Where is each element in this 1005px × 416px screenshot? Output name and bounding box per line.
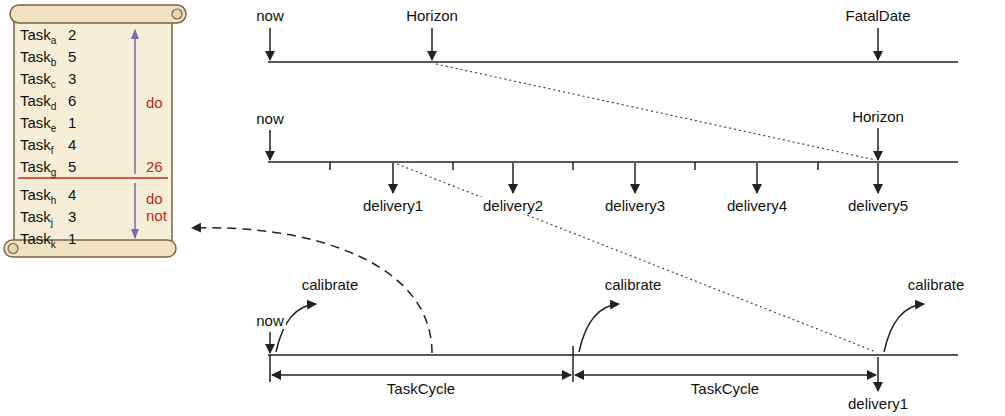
timeline — [268, 354, 958, 356]
timeline — [268, 61, 958, 63]
tick — [452, 162, 454, 170]
calibrate-curve — [884, 304, 924, 352]
timeline-label: now — [254, 7, 286, 24]
timeline-label: delivery1 — [846, 395, 910, 412]
scroll-list: Taska2Taskb5Taskc3Taskd6Taske1Taskf4Task… — [0, 0, 190, 262]
timeline-label: now — [254, 312, 286, 329]
tick — [694, 162, 696, 170]
task-name: Taskj — [20, 208, 53, 225]
delivery-arrow — [512, 163, 514, 193]
timeline-label: Horizon — [850, 108, 906, 125]
timeline-label: calibrate — [603, 276, 664, 293]
timeline-label: Horizon — [404, 7, 460, 24]
calibrate-curve — [579, 304, 619, 352]
task-name: Taskk — [20, 230, 56, 247]
timeline-label: delivery5 — [846, 197, 910, 214]
task-cost: 3 — [68, 70, 76, 87]
list-note: 26 — [146, 158, 163, 175]
marker-arrow — [877, 28, 879, 60]
timeline-label: FatalDate — [843, 7, 912, 24]
timeline-label: now — [254, 110, 286, 127]
dimension-line — [575, 374, 876, 376]
timeline-label: delivery3 — [603, 197, 667, 214]
marker-arrow — [269, 28, 271, 60]
task-cost: 3 — [68, 208, 76, 225]
marker-arrow — [269, 332, 271, 353]
task-cost: 4 — [68, 186, 76, 203]
list-note: do — [146, 94, 163, 111]
projection-line — [397, 164, 876, 352]
task-cost: 6 — [68, 92, 76, 109]
task-name: Taskb — [20, 48, 56, 65]
feedback-curve — [192, 228, 432, 353]
task-name: Taskc — [20, 70, 56, 87]
task-cost: 5 — [68, 158, 76, 175]
projection-line — [436, 64, 876, 160]
marker-arrow — [269, 130, 271, 160]
tick — [817, 162, 819, 170]
dimension-line — [272, 374, 571, 376]
task-cost: 2 — [68, 26, 76, 43]
delivery-arrow — [756, 163, 758, 193]
tick — [572, 346, 574, 382]
timeline-label: delivery4 — [725, 197, 789, 214]
delivery-arrow — [877, 357, 879, 391]
marker-arrow — [877, 128, 879, 160]
task-name: Taskh — [20, 186, 56, 203]
task-name: Taska — [20, 26, 56, 43]
list-note: do not — [146, 190, 176, 224]
task-cost: 4 — [68, 136, 76, 153]
timeline-label: calibrate — [906, 276, 967, 293]
task-name: Taskd — [20, 92, 56, 109]
task-cost: 5 — [68, 48, 76, 65]
timeline-label: TaskCycle — [385, 380, 457, 397]
timeline — [268, 161, 958, 163]
delivery-arrow — [392, 163, 394, 193]
timeline-label: calibrate — [300, 276, 361, 293]
task-name: Taske — [20, 114, 56, 131]
timeline-label: TaskCycle — [689, 380, 761, 397]
task-name: Taskf — [20, 136, 54, 153]
task-cost: 1 — [68, 230, 76, 247]
timeline-label: delivery1 — [361, 197, 425, 214]
tick — [329, 162, 331, 170]
delivery-arrow — [877, 163, 879, 193]
marker-arrow — [431, 28, 433, 60]
timeline-label: delivery2 — [481, 197, 545, 214]
task-cost: 1 — [68, 114, 76, 131]
tick — [572, 162, 574, 170]
delivery-arrow — [634, 163, 636, 193]
task-name: Taskg — [20, 158, 56, 175]
tick — [269, 355, 271, 382]
